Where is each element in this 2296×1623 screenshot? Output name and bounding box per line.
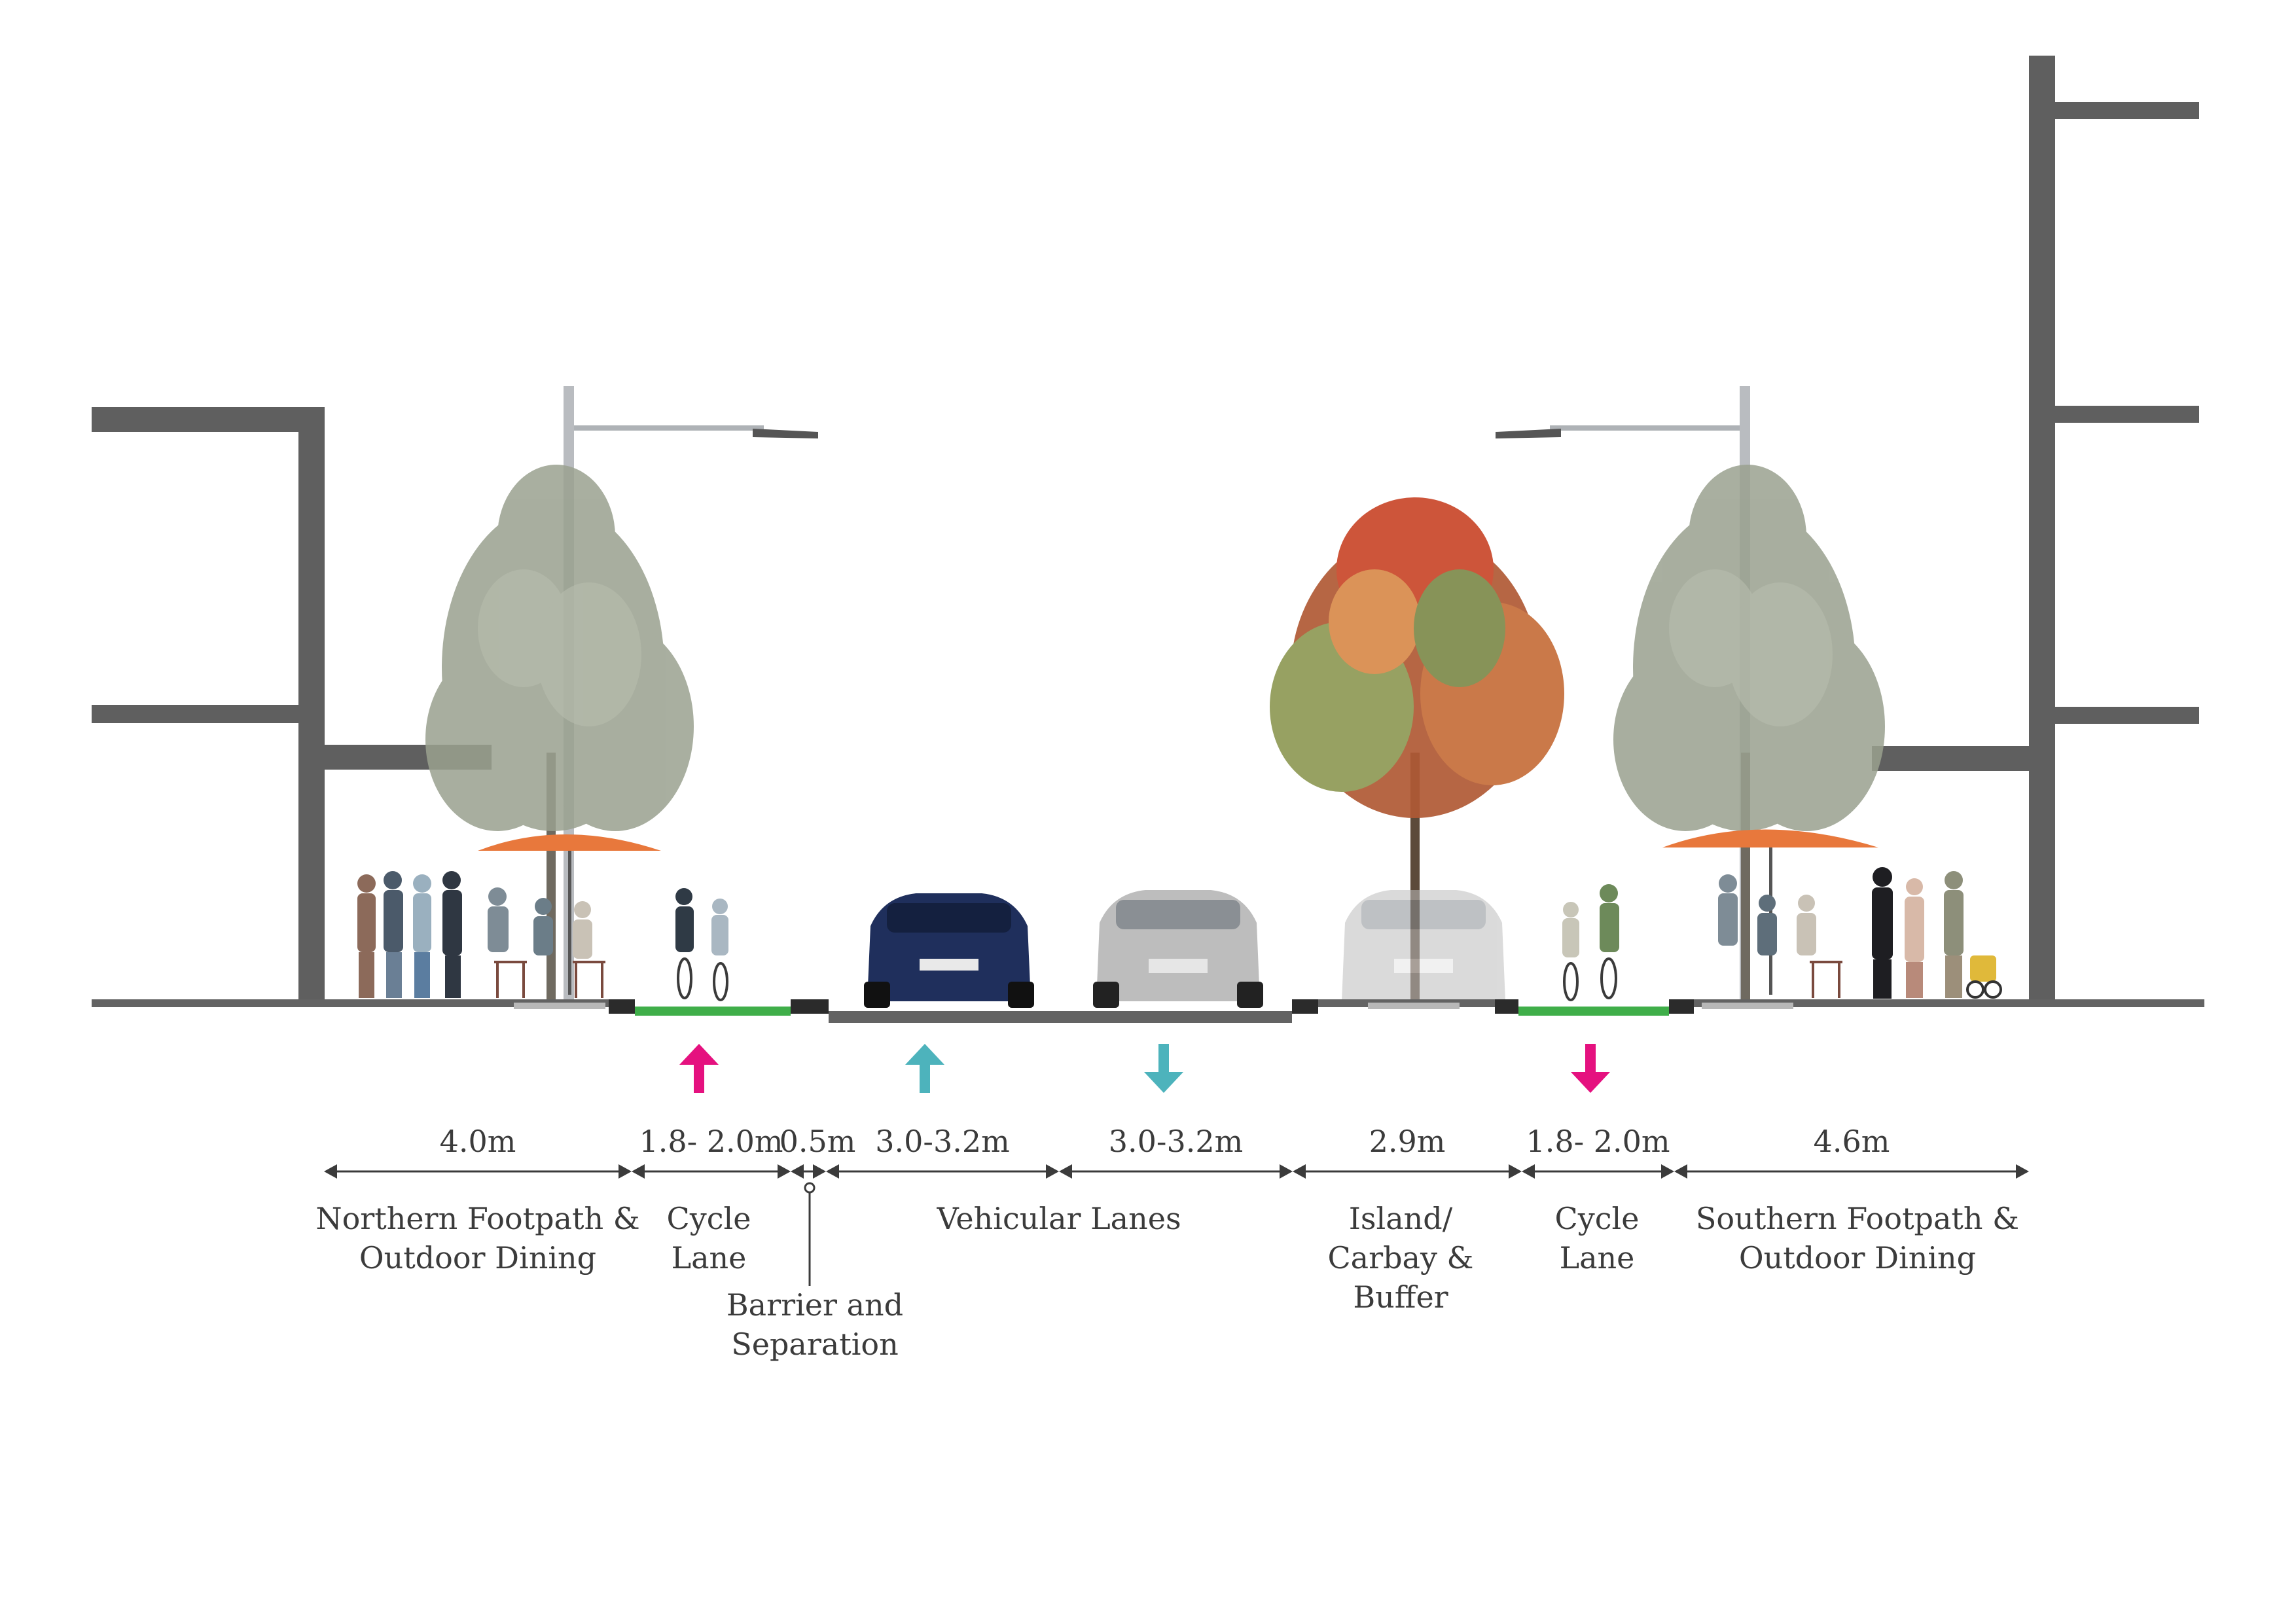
zone-label-line: Lane xyxy=(1560,1240,1635,1275)
dimension-arrowhead xyxy=(1046,1164,1059,1179)
zone-label-line: Buffer xyxy=(1353,1279,1448,1315)
zone-label-line: Carbay & xyxy=(1327,1240,1473,1275)
zone-label-island: Island/Carbay & Buffer xyxy=(1327,1201,1473,1315)
zone-label-line: Southern Footpath & xyxy=(1696,1201,2019,1236)
zone-label-north-footpath: Northern Footpath & Outdoor Dining xyxy=(315,1201,639,1275)
dimension-label-lane-2: 3.0-3.2m xyxy=(1109,1124,1243,1159)
direction-arrows xyxy=(679,1044,1610,1093)
dimension-arrowhead xyxy=(826,1164,839,1179)
arrow-down-icon xyxy=(1571,1044,1610,1093)
ground-section xyxy=(92,999,2204,1023)
dimension-arrowhead xyxy=(1522,1164,1535,1179)
dimension-label-south-cycle: 1.8- 2.0m xyxy=(1526,1124,1670,1159)
dimension-arrowhead xyxy=(2016,1164,2029,1179)
dimension-arrowhead xyxy=(632,1164,645,1179)
barrier-leader-dot xyxy=(804,1182,816,1194)
dimension-arrowhead xyxy=(324,1164,337,1179)
zone-label-line: Barrier and xyxy=(726,1287,903,1323)
zone-label-line: Separation xyxy=(731,1327,899,1362)
dimension-arrowhead xyxy=(791,1164,804,1179)
dimension-label-south-footpath: 4.6m xyxy=(1814,1124,1890,1159)
zone-label-vehicular: Vehicular Lanes xyxy=(936,1201,1181,1236)
dimension-label-north-cycle: 1.8- 2.0m xyxy=(639,1124,783,1159)
dimension-label-island: 2.9m xyxy=(1369,1124,1446,1159)
zone-label-south-footpath: Southern Footpath & Outdoor Dining xyxy=(1696,1201,2019,1275)
dimension-arrowhead xyxy=(1280,1164,1293,1179)
arrow-up-icon xyxy=(905,1044,944,1093)
cyclists-north xyxy=(675,888,728,1001)
umbrella-south xyxy=(1662,829,1878,995)
zone-label-line: Cycle xyxy=(667,1201,751,1236)
umbrella-north xyxy=(478,834,661,995)
zone-label-line: Outdoor Dining xyxy=(1739,1240,1976,1275)
zone-label-line: Northern Footpath & xyxy=(315,1201,639,1236)
car-parked-faded xyxy=(1342,890,1505,1001)
southern-building xyxy=(1872,56,2199,1005)
zone-label-line: Vehicular Lanes xyxy=(936,1201,1181,1236)
dimension-arrowhead xyxy=(619,1164,632,1179)
car-blue xyxy=(864,893,1034,1008)
pedestrians-north xyxy=(357,871,605,998)
cyclists-south xyxy=(1562,884,1619,1001)
tree-grey-south xyxy=(1613,465,1885,1001)
zone-label-line: Cycle xyxy=(1555,1201,1640,1236)
dimension-label-lane-1: 3.0-3.2m xyxy=(875,1124,1009,1159)
pedestrians-south xyxy=(1718,867,2002,999)
dimension-arrowhead xyxy=(813,1164,826,1179)
dimension-arrowhead xyxy=(1293,1164,1306,1179)
dimension-label-north-footpath: 4.0m xyxy=(440,1124,516,1159)
zone-label-line: Outdoor Dining xyxy=(359,1240,596,1275)
arrow-up-icon xyxy=(679,1044,719,1093)
zone-labels: Northern Footpath & Outdoor Dining CycleLa… xyxy=(315,1182,2019,1362)
dimension-arrowhead xyxy=(1509,1164,1522,1179)
dimension-label-barrier: 0.5m xyxy=(780,1124,856,1159)
car-silver xyxy=(1093,890,1263,1008)
dimension-arrowhead xyxy=(1661,1164,1674,1179)
dimension-arrowhead xyxy=(778,1164,791,1179)
zone-label-line: Lane xyxy=(672,1240,747,1275)
arrow-down-icon xyxy=(1144,1044,1183,1093)
zone-label-line: Island/ xyxy=(1349,1201,1453,1236)
tree-autumn-island xyxy=(1270,497,1564,1001)
tree-grey-north xyxy=(425,465,694,1001)
dimension-arrowhead xyxy=(1059,1164,1072,1179)
dimension-arrowhead xyxy=(1674,1164,1687,1179)
